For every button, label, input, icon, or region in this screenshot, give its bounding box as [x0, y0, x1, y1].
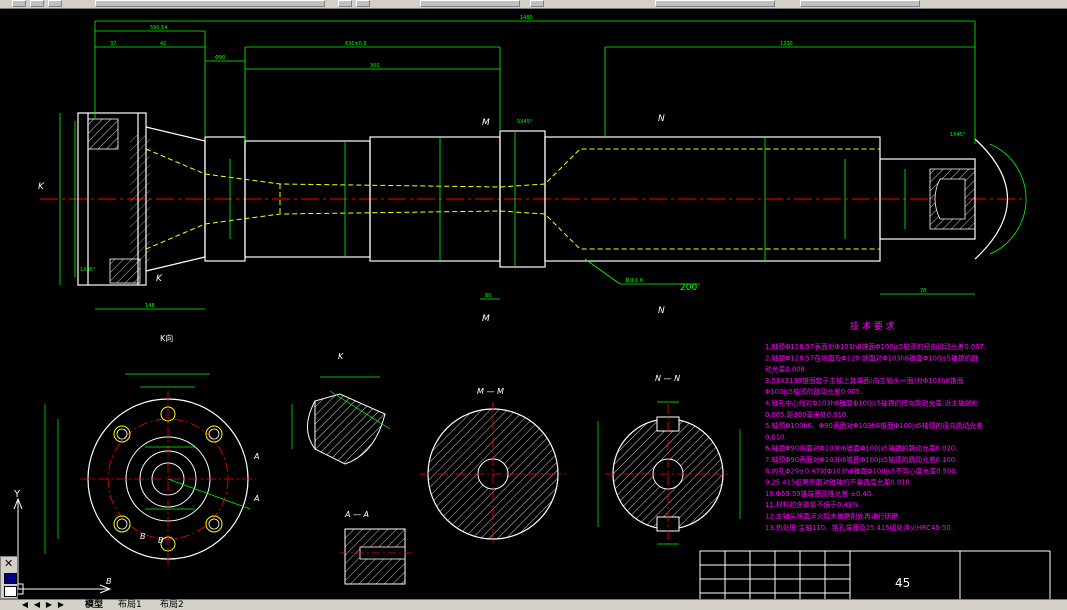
k-view-flange: K向 A A B B B [44, 333, 259, 586]
tech-line: 13.热处理:主轴110、锥孔端面及25.415组处淬火HRC45-50. [765, 523, 953, 532]
linetype-dropdown[interactable] [420, 0, 520, 7]
a-mark-2: A [253, 494, 259, 503]
n-section-lower: N [658, 306, 665, 316]
toolbar-button[interactable] [12, 0, 26, 7]
k-arrow-label-lower: K [156, 274, 163, 284]
aa-section-title: A — A [344, 510, 369, 519]
toolbar [0, 0, 1067, 9]
aa-section-view: A — A [340, 510, 412, 585]
n-section-upper: N [658, 114, 665, 124]
tab-layout2[interactable]: 布局2 [160, 600, 184, 610]
toolbar-button[interactable] [338, 0, 352, 7]
tech-line: 11.材料的含碳量不低于0.43%. [765, 500, 861, 509]
chamfer-label-3: 1X45° [950, 132, 966, 138]
tech-line: 3.53X3138锥面套于主轴上其端面(向主轴头一面)对Φ103h6锥面 [765, 376, 964, 385]
tech-line: 6.轴颈Φ90端面对Φ103h6锥面Φ100js5轴颈的跳动允差0.020. [765, 444, 957, 453]
next-tab-arrow-icon[interactable]: ▶ [45, 600, 53, 609]
first-tab-arrow-icon[interactable]: ◀ [21, 600, 29, 609]
title-block-number: 45 [895, 576, 910, 590]
drawing-svg: 1480 590.54 37 42 Φ90 630±0.5 300 1330 1… [12, 15, 1051, 599]
tab-layout1[interactable]: 布局1 [118, 600, 142, 610]
title-block: 45 设计校核审核工艺标准化批准阶段标记重量比例 [699, 550, 1051, 599]
tech-line: 2.轴颈Φ128.57在端面及Φ120 端面对Φ103h6锥面Φ100js5轴颈… [765, 353, 978, 362]
k-view-title: K向 [160, 333, 173, 343]
close-icon[interactable]: ✕ [4, 557, 14, 570]
scale-label: 200 [680, 283, 697, 293]
mm-section-view: M — M [420, 387, 566, 546]
dim-top-3: 42 [160, 41, 166, 47]
plot-style-dropdown[interactable] [800, 0, 920, 7]
ucs-y-label: Y [13, 489, 21, 500]
dim-top-6: 300 [370, 63, 380, 69]
tech-line: 7.轴颈Φ90表面对Φ103h6锥面Φ100js5轴颈的跳动允差0.100. [765, 455, 957, 464]
tab-model[interactable]: 模型 [85, 600, 104, 610]
properties-icon[interactable] [4, 573, 17, 584]
b-mark-2: B [158, 536, 164, 545]
b-mark-1: B [140, 532, 146, 541]
roughness-note: 其余1.6 [625, 277, 643, 284]
tech-line: 5.轴颈Φ100h6、Φ90表面对Φ103h6锥面Φ100js5轴颈的径向跳动允… [765, 421, 983, 430]
layer-icon[interactable] [4, 586, 17, 597]
k-detail-title: K [338, 352, 344, 361]
spindle-main-view: 1480 590.54 37 42 Φ90 630±0.5 300 1330 1… [38, 15, 1027, 324]
dim-top-7: 1330 [780, 41, 793, 47]
toolbar-button[interactable] [48, 0, 62, 7]
m-section-lower: M [482, 314, 490, 324]
nn-section-title: N — N [655, 374, 680, 383]
m-section-upper: M [482, 118, 490, 128]
toolbar-button[interactable] [530, 0, 544, 7]
toolbar-button[interactable] [356, 0, 370, 7]
k-arrow-label: K [38, 182, 45, 192]
prev-tab-arrow-icon[interactable]: ◀ [33, 600, 41, 609]
tech-line: 1.轴颈Φ128.57表面对Φ103h6锥面Φ100js5轴颈的径向跳动允差0.… [765, 342, 986, 351]
dim-bottom-3: 78 [920, 288, 926, 294]
side-toolbar: ✕ [0, 556, 18, 599]
dim-top-4: Φ90 [215, 55, 225, 61]
tech-line: 8.内孔Φ29±0.47对Φ103h6锥面Φ100js5不同心度允差0.500. [765, 466, 958, 475]
tech-line: Φ100js5轴颈的跳动允差0.005. [765, 387, 862, 396]
tech-line: 4.锥孔中心线对Φ103h6锥面Φ100js5轴颈的径向跳动允差:近主轴端处 [765, 399, 979, 408]
chamfer-label-1: 1X45° [80, 267, 96, 273]
tech-line: 动允差0.008. [765, 365, 807, 374]
dim-bottom-1: 148 [145, 303, 155, 309]
a-mark-1: A [253, 452, 259, 461]
toolbar-button[interactable] [30, 0, 44, 7]
dim-overall-length: 1480 [520, 15, 533, 21]
ucs-icon [12, 497, 112, 595]
dim-bottom-2: 80 [485, 293, 491, 299]
tech-line: 9.25.415组两侧面对锥轴的不垂直度允差0.010. [765, 478, 912, 487]
layer-dropdown[interactable] [95, 0, 325, 7]
layout-tab-bar: ◀ ◀ ▶ ▶ 模型 布局1 布局2 [0, 599, 1067, 610]
tech-line: 0.005,距300毫米处0.010. [765, 410, 848, 419]
mm-section-title: M — M [477, 387, 504, 396]
chamfer-label-2: 5X45° [517, 119, 533, 125]
tech-title: 技 术 要 求 [850, 320, 895, 332]
dim-top-1: 590.54 [150, 25, 168, 31]
tech-requirements: 技 术 要 求 1.轴颈Φ128.57表面对Φ103h6锥面Φ100js5轴颈的… [765, 320, 986, 532]
dim-top-2: 37 [110, 41, 116, 47]
b-arrow-label: B [106, 577, 112, 586]
last-tab-arrow-icon[interactable]: ▶ [57, 600, 65, 609]
drawing-canvas[interactable]: 1480 590.54 37 42 Φ90 630±0.5 300 1330 1… [0, 9, 1067, 599]
lineweight-dropdown[interactable] [655, 0, 775, 7]
nn-section-view: N — N [597, 374, 741, 545]
tech-line: 10.Φ59.59锥端面圆锥允差 ±0.40. [765, 489, 873, 498]
k-detail-view: K [291, 352, 391, 465]
tech-line: 0.010. [765, 433, 787, 441]
dim-top-5: 630±0.5 [345, 41, 367, 47]
tech-line: 12.主轴头端面淬火后未做磨削处再进行研磨. [765, 512, 900, 521]
